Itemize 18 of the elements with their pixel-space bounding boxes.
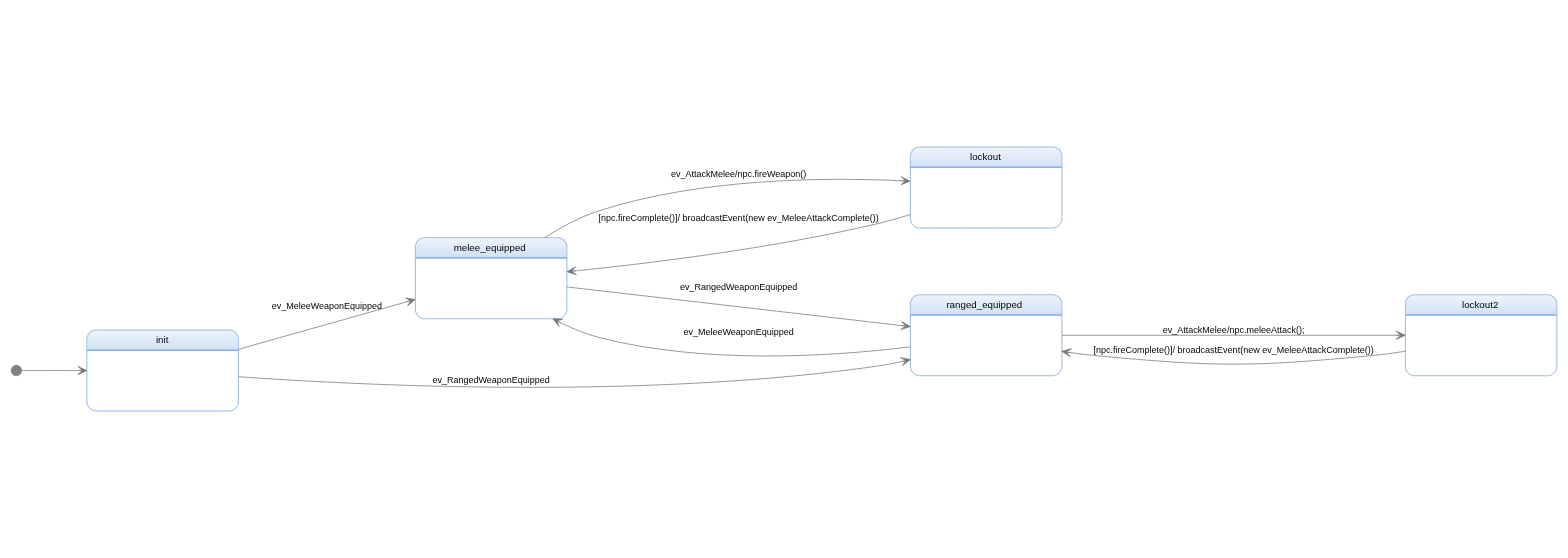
edge-label: ev_AttackMelee/npc.meleeAttack(); <box>1162 324 1305 335</box>
arrow <box>1061 330 1406 340</box>
edge-label: ev_RangedWeaponEquipped <box>679 281 798 292</box>
node-circle <box>10 364 22 377</box>
arrow <box>238 357 911 388</box>
edge-label: ev_MeleeWeaponEquipped <box>683 326 794 337</box>
edge-label: [npc.fireComplete()]/ broadcastEvent(new ev_MeleeAttackComplete()) <box>598 212 879 223</box>
edge-label: [npc.fireComplete()]/ broadcastEvent(new ev_MeleeAttackComplete()) <box>1093 344 1374 355</box>
edge-label: ev_MeleeWeaponEquipped <box>271 300 383 311</box>
arrow <box>566 214 911 276</box>
arrow <box>566 286 911 330</box>
arrow <box>238 297 416 350</box>
arrow <box>21 366 88 375</box>
edge-label: ev_RangedWeaponEquipped <box>432 374 550 385</box>
edge-label: ev_AttackMelee/npc.fireWeapon() <box>670 169 807 180</box>
arrow <box>552 318 911 357</box>
arrow <box>1061 348 1406 365</box>
arrow <box>544 176 911 239</box>
